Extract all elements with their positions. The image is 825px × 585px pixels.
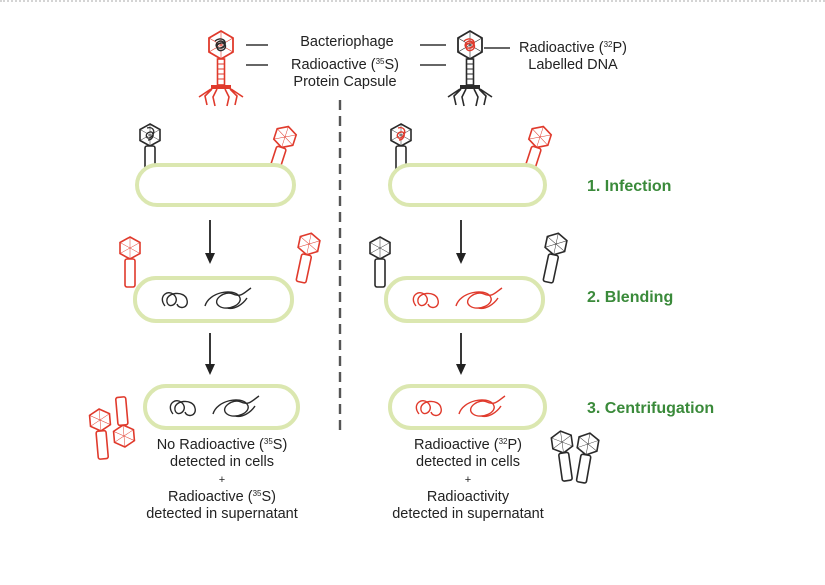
bacterium-cell-infection-right: [388, 163, 547, 207]
isotope-number: 32: [603, 40, 613, 49]
top-border: [0, 0, 825, 2]
result-left-line3-end: S): [261, 489, 277, 505]
result-text-left: No Radioactive (35S) detected in cells +…: [122, 437, 322, 523]
step-label-blending: 2. Blending: [587, 289, 674, 306]
phage-icon-detached-left: [119, 236, 141, 288]
step-label-infection: 1. Infection: [587, 178, 672, 195]
bacterium-cell-centrifugation-right: [388, 384, 547, 430]
plus-sign: +: [218, 474, 226, 486]
isotope-number: 35: [252, 489, 262, 498]
label-s35-text-end: S): [384, 57, 400, 73]
phage-icon-p32-labelled: [447, 30, 493, 107]
phage-icon-detached-right: [369, 236, 391, 288]
phage-icon-s35-labelled: [198, 30, 244, 107]
label-s35-line2: Protein Capsule: [293, 74, 397, 90]
isotope-number: 35: [375, 57, 385, 66]
bacterium-cell-centrifugation-left: [143, 384, 300, 430]
phage-icon-detached-right-2: [537, 230, 569, 286]
bacterium-cell-infection-left: [135, 163, 296, 207]
result-text-right: Radioactive (32P) detected in cells + Ra…: [370, 437, 566, 523]
result-right-line1: Radioactive (: [413, 437, 499, 453]
step-label-centrifugation: 3. Centrifugation: [587, 400, 715, 417]
label-p32-text-end: P): [612, 40, 628, 56]
result-left-line1: No Radioactive (: [156, 437, 264, 453]
result-right-line1-end: P): [507, 437, 523, 453]
label-p32-dna: Radioactive (32P) Labelled DNA: [505, 40, 641, 74]
result-left-line4: detected in supernatant: [146, 506, 298, 522]
result-right-line4: detected in supernatant: [392, 506, 544, 522]
label-bacteriophage: Bacteriophage: [300, 34, 394, 50]
isotope-number: 35: [263, 437, 273, 446]
result-left-line3: Radioactive (: [167, 489, 253, 505]
phage-icon-detached-left-2: [290, 230, 322, 286]
label-s35-text: Radioactive (: [290, 57, 376, 73]
result-left-line1-end: S): [272, 437, 288, 453]
result-right-line2: detected in cells: [416, 454, 520, 470]
result-left-line2: detected in cells: [170, 454, 274, 470]
arrow-down-icon: [205, 220, 215, 264]
label-p32-line2: Labelled DNA: [528, 57, 618, 73]
bacterium-cell-blending-right: [384, 276, 545, 323]
label-s35-protein: Radioactive (35S) Protein Capsule: [270, 57, 420, 91]
bacterium-cell-blending-left: [133, 276, 294, 323]
arrow-down-icon: [456, 333, 466, 375]
plus-sign: +: [464, 474, 472, 486]
arrow-down-icon: [456, 220, 466, 264]
isotope-number: 32: [498, 437, 508, 446]
label-connectors: [246, 44, 510, 66]
label-p32-text: Radioactive (: [518, 40, 604, 56]
arrow-down-icon: [205, 333, 215, 375]
result-right-line3: Radioactivity: [426, 489, 510, 505]
